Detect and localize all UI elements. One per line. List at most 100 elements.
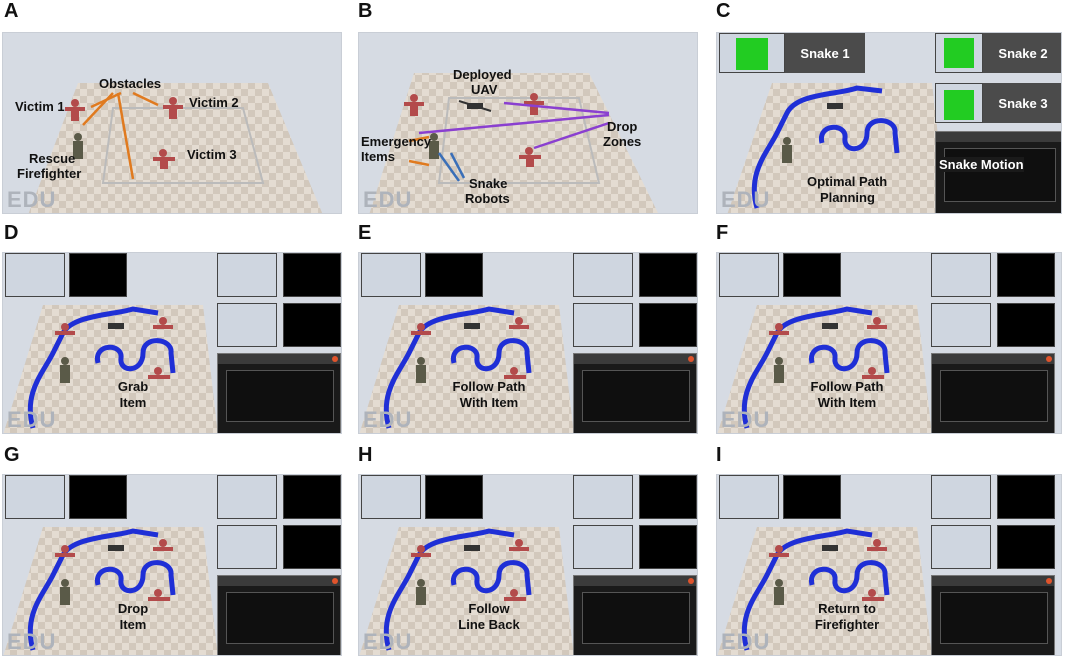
graph-plot-area <box>940 592 1048 644</box>
close-icon[interactable] <box>688 356 694 362</box>
drop-label: Drop <box>607 119 638 134</box>
snake-camera-c <box>573 253 633 297</box>
panel-letter-d: D <box>4 222 19 244</box>
graph-titlebar <box>932 354 1054 364</box>
snake-camera-e <box>931 303 991 347</box>
watermark: EDU <box>7 187 57 212</box>
watermark: EDU <box>721 187 771 212</box>
joint-angle-graph <box>217 575 341 655</box>
deployed-label: Deployed <box>453 67 512 82</box>
panel-letter-e: E <box>358 222 372 244</box>
snake-camera-d <box>283 475 341 519</box>
close-icon[interactable] <box>332 356 338 362</box>
snake-camera-c <box>217 253 277 297</box>
snake-label: Snake <box>469 176 508 191</box>
close-icon[interactable] <box>332 578 338 584</box>
step-caption-line-1: Drop <box>117 601 149 616</box>
snake-camera-e <box>573 303 633 347</box>
snake-camera-a <box>361 253 421 297</box>
step-caption-line-2: Item <box>119 395 147 410</box>
uav-label: UAV <box>471 82 498 97</box>
watermark: EDU <box>7 407 57 432</box>
snake-camera-f <box>639 525 697 569</box>
victim-3-label: Victim 3 <box>187 147 237 162</box>
snake-camera-d <box>997 475 1055 519</box>
snake-camera-d <box>997 253 1055 297</box>
joint-angle-graph <box>931 575 1055 655</box>
watermark: EDU <box>363 407 413 432</box>
items-label: Items <box>361 149 395 164</box>
snake-camera-b <box>425 475 483 519</box>
snake-camera-b <box>783 475 841 519</box>
graph-plot-area <box>226 592 334 644</box>
snake-camera-a <box>719 475 779 519</box>
victim-2-label: Victim 2 <box>189 95 239 110</box>
panel-c-scene: Snake 1 Snake 2 Snake 3 Snake Motion Opt… <box>716 32 1062 214</box>
snake-camera-e <box>217 525 277 569</box>
watermark: EDU <box>7 629 57 654</box>
snake-camera-b <box>69 475 127 519</box>
step-caption-line-1: Grab <box>117 379 149 394</box>
graph-plot-area <box>582 592 690 644</box>
step-caption-line-1: Return to <box>818 601 876 616</box>
graph-titlebar <box>574 576 696 586</box>
snake-camera-b <box>425 253 483 297</box>
snake-camera-f <box>283 303 341 347</box>
joint-angle-graph <box>217 353 341 433</box>
zones-label: Zones <box>603 134 642 149</box>
snake-camera-c <box>573 475 633 519</box>
snake-camera-d <box>639 253 697 297</box>
panel-letter-g: G <box>4 444 20 466</box>
snake-camera-f <box>997 303 1055 347</box>
scene-floor <box>359 33 697 213</box>
panel-a-scene: Obstacles Victim 1 Victim 2 Victim 3 Res… <box>2 32 342 214</box>
panel-letter-f: F <box>716 222 729 244</box>
step-caption-line-2: Line Back <box>458 617 520 632</box>
graph-titlebar <box>218 354 340 364</box>
step-caption-line-1: Follow Path <box>810 379 884 394</box>
watermark: EDU <box>721 629 771 654</box>
snake-camera-c <box>931 475 991 519</box>
scene-floor <box>3 33 341 213</box>
snake-camera-a <box>719 253 779 297</box>
snake-camera-a <box>5 253 65 297</box>
joint-angle-graph <box>573 575 697 655</box>
close-icon[interactable] <box>1046 578 1052 584</box>
step-caption-line-2: With Item <box>459 395 519 410</box>
snake-camera-e <box>931 525 991 569</box>
graph-titlebar <box>936 132 1061 142</box>
snake-2-label: Snake 2 <box>983 33 1061 73</box>
panel-letter-b: B <box>358 0 373 22</box>
snake-motion-graph <box>935 131 1061 213</box>
close-icon[interactable] <box>688 578 694 584</box>
snake-camera-c <box>217 475 277 519</box>
step-caption-line-1: Follow <box>468 601 510 616</box>
snake-3-label: Snake 3 <box>983 83 1061 123</box>
optimal-path-label: Optimal Path <box>807 174 888 189</box>
joint-angle-graph <box>931 353 1055 433</box>
firefighter-label: Firefighter <box>17 166 82 181</box>
panel-letter-c: C <box>716 0 731 22</box>
panel-letter-i: I <box>716 444 722 466</box>
snake-camera-c <box>931 253 991 297</box>
snake-camera-d <box>283 253 341 297</box>
panel-letter-a: A <box>4 0 19 22</box>
emergency-label: Emergency <box>361 134 432 149</box>
graph-titlebar <box>218 576 340 586</box>
panel-b-scene: Deployed UAV Drop Zones Emergency Items … <box>358 32 698 214</box>
rescue-label: Rescue <box>29 151 76 166</box>
graph-plot-area <box>582 370 690 422</box>
graph-plot-area <box>226 370 334 422</box>
snake-camera-d <box>639 475 697 519</box>
snake-motion-label: Snake Motion <box>939 157 1024 172</box>
snake-camera-a <box>5 475 65 519</box>
watermark: EDU <box>721 407 771 432</box>
snake-camera-e <box>217 303 277 347</box>
close-icon[interactable] <box>1046 356 1052 362</box>
watermark: EDU <box>363 187 413 212</box>
planning-label: Planning <box>820 190 875 205</box>
step-caption-line-1: Follow Path <box>452 379 526 394</box>
